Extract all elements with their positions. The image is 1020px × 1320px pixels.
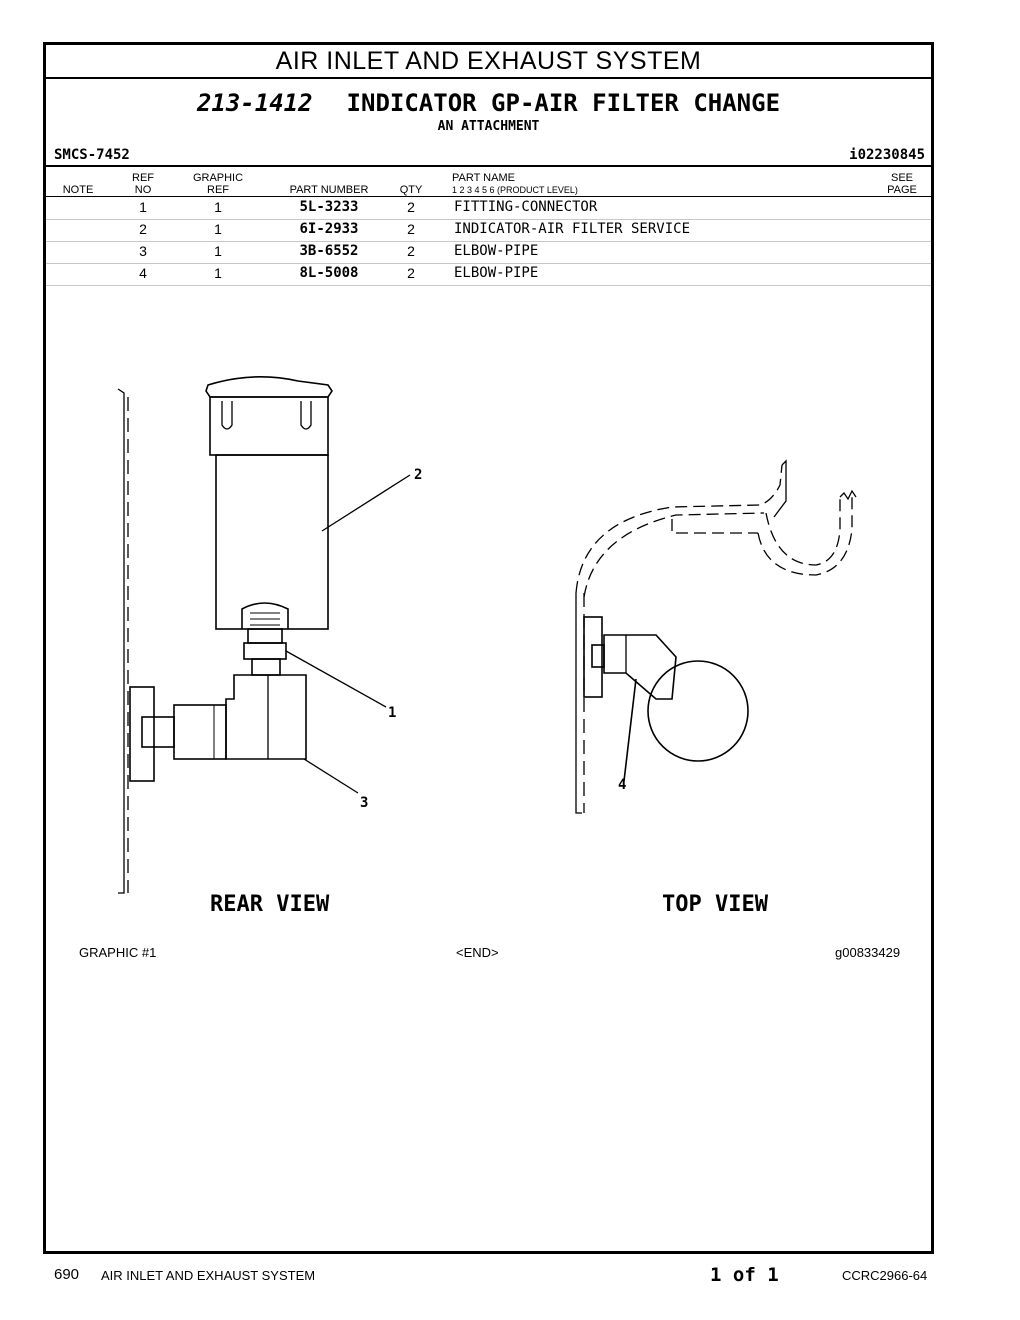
- leader-4: [623, 678, 637, 782]
- end-marker: <END>: [456, 945, 499, 960]
- top-elbow: [603, 634, 677, 700]
- top-view-label: TOP VIEW: [662, 892, 769, 917]
- system-title: AIR INLET AND EXHAUST SYSTEM: [46, 45, 931, 79]
- ref-no: 3: [139, 243, 147, 259]
- group-name: INDICATOR GP-AIR FILTER CHANGE: [346, 89, 781, 117]
- group-subtitle: AN ATTACHMENT: [437, 119, 540, 134]
- part-number: 5L-3233: [299, 199, 359, 215]
- top-wall: [575, 593, 582, 814]
- indicator-cap: [205, 376, 333, 398]
- page-of: 1 of 1: [710, 1264, 779, 1286]
- graphic-ref: 1: [214, 221, 222, 237]
- graphic-ref: 1: [214, 265, 222, 281]
- fitting-thread: [241, 602, 289, 629]
- callout-1: 1: [388, 705, 396, 721]
- col-note: NOTE: [62, 184, 94, 196]
- ref-no: 2: [139, 221, 147, 237]
- graphic-id: g00833429: [835, 945, 901, 960]
- leader-1: [285, 650, 387, 708]
- header-rule: [46, 165, 931, 167]
- fitting-connector: [243, 642, 287, 660]
- info-id: i02230845: [849, 147, 925, 163]
- qty: 2: [407, 199, 415, 215]
- graphic-ref: 1: [214, 243, 222, 259]
- part-name: ELBOW-PIPE: [454, 265, 539, 281]
- group-title: 213-1412 INDICATOR GP-AIR FILTER CHANGE: [46, 89, 931, 117]
- column-rule: [46, 196, 931, 197]
- rear-wall: [117, 388, 125, 894]
- footer-section: AIR INLET AND EXHAUST SYSTEM: [101, 1268, 316, 1283]
- elbow-hex: [173, 704, 227, 760]
- top-pipe-outline: [575, 464, 853, 598]
- qty: 2: [407, 243, 415, 259]
- table-row: 3 1 3B-6552 2 ELBOW-PIPE: [46, 241, 931, 264]
- part-name: INDICATOR-AIR FILTER SERVICE: [454, 221, 691, 237]
- part-number: 6I-2933: [299, 221, 359, 237]
- col-part-number: PART NUMBER: [289, 184, 369, 196]
- part-number: 3B-6552: [299, 243, 359, 259]
- qty: 2: [407, 221, 415, 237]
- rear-view-label: REAR VIEW: [210, 892, 330, 917]
- top-indicator: [647, 660, 749, 762]
- table-row: 1 1 5L-3233 2 FITTING-CONNECTOR: [46, 197, 931, 220]
- graphic-ref: 1: [214, 199, 222, 215]
- elbow-stub: [141, 716, 175, 748]
- part-number: 8L-5008: [299, 265, 359, 281]
- parts-illustration: 2 1 3 4 REAR VIEW TOP VIEW: [117, 376, 857, 917]
- smcs-code: SMCS-7452: [54, 147, 130, 163]
- callout-4: 4: [618, 777, 626, 793]
- table-row: 4 1 8L-5008 2 ELBOW-PIPE: [46, 263, 931, 286]
- elbow-body: [225, 674, 307, 760]
- graphic-caption: GRAPHIC #1: [79, 945, 157, 960]
- top-mount-plate: [583, 616, 603, 698]
- col-part-name: PART NAME 1 2 3 4 5 6 (PRODUCT LEVEL): [452, 172, 578, 195]
- table-row: 2 1 6I-2933 2 INDICATOR-AIR FILTER SERVICE: [46, 219, 931, 242]
- leader-2: [321, 474, 411, 532]
- col-qty: QTY: [399, 184, 423, 196]
- qty: 2: [407, 265, 415, 281]
- doc-id: CCRC2966-64: [842, 1268, 928, 1283]
- page-number: 690: [54, 1266, 80, 1283]
- part-name: FITTING-CONNECTOR: [454, 199, 598, 215]
- part-name: ELBOW-PIPE: [454, 243, 539, 259]
- callout-3: 3: [360, 795, 368, 811]
- leader-3: [303, 758, 359, 794]
- callout-2: 2: [414, 467, 422, 483]
- ref-no: 1: [139, 199, 147, 215]
- ref-no: 4: [139, 265, 147, 281]
- rear-mount-plate: [129, 686, 155, 782]
- group-number: 213-1412: [196, 89, 313, 117]
